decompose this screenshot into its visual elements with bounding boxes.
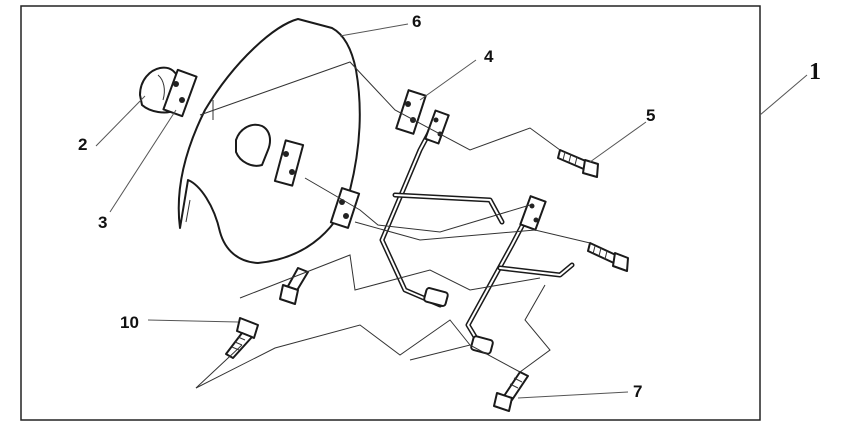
bolt-upper xyxy=(557,149,599,178)
diagram-frame xyxy=(20,5,761,421)
bolt-right xyxy=(587,242,629,272)
callout-5: 5 xyxy=(646,106,655,125)
callout-6: 6 xyxy=(412,12,421,31)
clamp-plate-middle xyxy=(273,139,305,187)
callout-2: 2 xyxy=(78,135,87,154)
callout-3: 3 xyxy=(98,213,107,232)
callout-7: 7 xyxy=(633,382,642,401)
bracket-right xyxy=(465,195,575,355)
clamp-plate-right xyxy=(395,89,427,135)
clamp-cap-middle xyxy=(235,123,271,167)
callout-10: 10 xyxy=(120,313,139,332)
leader-lines xyxy=(95,23,808,399)
callout-4: 4 xyxy=(484,47,494,66)
bolt-left xyxy=(225,317,259,359)
callout-1: 1 xyxy=(809,59,821,85)
bolt-lower xyxy=(493,371,529,412)
clamp-plate-upper xyxy=(162,68,198,118)
assembly-lines xyxy=(195,61,591,389)
bracket-left xyxy=(379,109,505,308)
